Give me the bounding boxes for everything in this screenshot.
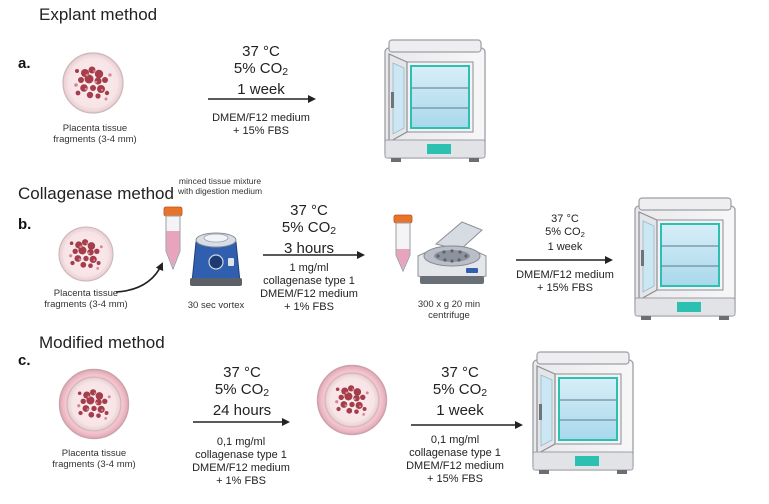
incubator-icon xyxy=(384,39,486,163)
arrow-a xyxy=(208,95,316,103)
conditions-b: 37 °C 5% CO2 3 hours xyxy=(260,202,358,257)
petri-dish-icon xyxy=(58,226,114,282)
section-b-title: Collagenase method xyxy=(18,184,174,203)
arrow-c2 xyxy=(411,421,523,429)
petri-dish-icon xyxy=(62,52,124,114)
conditions-b2: 37 °C 5% CO2 1 week xyxy=(520,213,610,254)
medium-b: 1 mg/ml collagenase type 1 DMEM/F12 medi… xyxy=(260,262,358,313)
vortex-caption: 30 sec vortex xyxy=(187,300,245,311)
co2-label: 5% CO2 xyxy=(432,381,488,399)
medium-c2: 0,1 mg/ml collagenase type 1 DMEM/F12 me… xyxy=(406,434,504,485)
temperature-label: 37 °C xyxy=(223,364,261,381)
temperature-label: 37 °C xyxy=(242,43,280,60)
medium-c: 0,1 mg/ml collagenase type 1 DMEM/F12 me… xyxy=(192,436,290,487)
tube-caption: minced tissue mixture with digestion med… xyxy=(177,176,263,196)
dish-caption-b: Placenta tissue fragments (3-4 mm) xyxy=(44,288,128,310)
temperature-label: 37 °C xyxy=(290,202,328,219)
section-c-letter: c. xyxy=(18,352,31,369)
duration-label: 1 week xyxy=(547,241,583,253)
vortex-mixer-icon xyxy=(190,232,242,286)
section-a-letter: a. xyxy=(18,55,31,72)
section-b-letter: b. xyxy=(18,216,32,233)
arrow-b2 xyxy=(516,256,613,264)
arrow-b1 xyxy=(263,251,365,259)
co2-label: 5% CO2 xyxy=(545,226,585,239)
co2-label: 5% CO2 xyxy=(281,219,337,237)
conditions-a: 37 °C 5% CO2 1 week xyxy=(205,43,317,98)
section-c-title: Modified method xyxy=(39,333,165,352)
tube-icon xyxy=(163,206,183,271)
petri-dish-icon xyxy=(58,368,130,440)
centrifuge-icon xyxy=(417,221,487,284)
centrifuge-caption: 300 x g 20 min centrifuge xyxy=(417,299,481,321)
dish-caption-a: Placenta tissue fragments (3-4 mm) xyxy=(53,123,137,145)
medium-b2: DMEM/F12 medium + 15% FBS xyxy=(516,269,614,294)
temperature-label: 37 °C xyxy=(551,213,579,225)
conditions-c2: 37 °C 5% CO2 1 week xyxy=(408,364,512,419)
conditions-c: 37 °C 5% CO2 24 hours xyxy=(190,364,294,419)
arrow-c1 xyxy=(193,418,290,426)
medium-a: DMEM/F12 medium + 15% FBS xyxy=(212,112,310,137)
duration-label: 1 week xyxy=(436,402,484,419)
temperature-label: 37 °C xyxy=(441,364,479,381)
incubator-icon xyxy=(634,197,736,321)
section-a-title: Explant method xyxy=(39,5,158,24)
duration-label: 24 hours xyxy=(212,402,272,419)
duration-label: 1 week xyxy=(237,81,285,98)
petri-dish-icon xyxy=(316,364,388,436)
dish-caption-c: Placenta tissue fragments (3-4 mm) xyxy=(52,448,136,470)
curved-arrow-b xyxy=(115,262,164,293)
tube-icon xyxy=(393,214,413,273)
co2-label: 5% CO2 xyxy=(233,60,289,78)
incubator-icon xyxy=(532,351,634,475)
duration-label: 3 hours xyxy=(283,240,335,257)
co2-label: 5% CO2 xyxy=(214,381,270,399)
